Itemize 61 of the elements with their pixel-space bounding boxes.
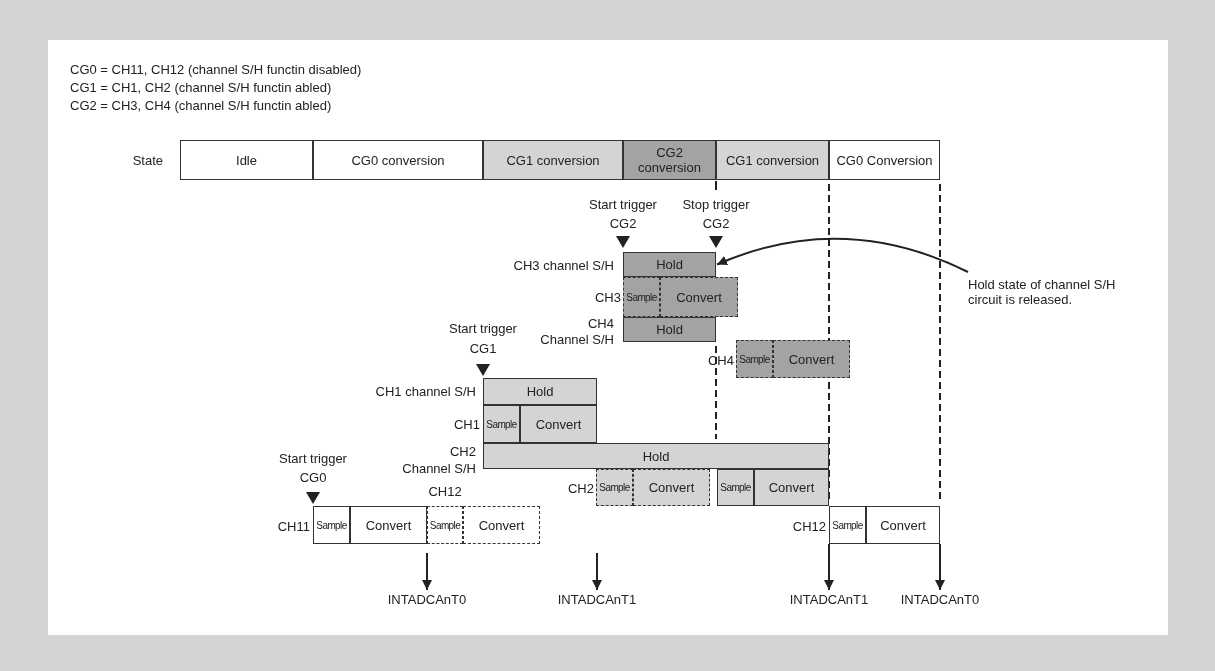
trigger-label: Start trigger <box>589 197 657 212</box>
leader-arrow <box>422 552 432 591</box>
row-label: CH12 <box>792 519 826 534</box>
row-label: CH12 <box>428 484 462 499</box>
sample-segment: Sample <box>427 506 463 544</box>
convert-segment: Convert <box>633 469 710 506</box>
sample-segment: Sample <box>829 506 866 544</box>
hold-bar: Hold <box>483 443 829 469</box>
row-label: CH1 <box>454 417 480 432</box>
row-label: CH1 channel S/H <box>375 384 476 399</box>
trigger-label: Start trigger <box>279 451 347 466</box>
state-cell: CG1 conversion <box>483 140 623 180</box>
trigger-label: Start trigger <box>449 321 517 336</box>
convert-segment: Convert <box>754 469 829 506</box>
row-label: CH4 <box>708 353 734 368</box>
interrupt-label: INTADCAnT0 <box>380 591 474 607</box>
sample-segment: Sample <box>623 277 660 317</box>
trigger-label: CG2 <box>609 216 637 231</box>
interrupt-label: INTADCAnT1 <box>550 591 644 607</box>
leader-arrow <box>716 237 969 273</box>
leader-arrow <box>824 543 834 591</box>
state-cell: CG0 Conversion <box>829 140 940 180</box>
legend-note: CG0 = CH11, CH12 (channel S/H functin disabled) <box>70 62 362 77</box>
row-label: CH3 channel S/H <box>513 258 614 273</box>
interrupt-label: INTADCAnT1 <box>782 591 876 607</box>
convert-segment: Convert <box>866 506 940 544</box>
interrupt-label: INTADCAnT0 <box>893 591 987 607</box>
sample-segment: Sample <box>313 506 350 544</box>
convert-segment: Convert <box>463 506 540 544</box>
row-label: CH4 <box>588 316 614 331</box>
note-text: Hold state of channel S/H circuit is released. <box>968 272 1140 312</box>
legend-note: CG2 = CH3, CH4 (channel S/H functin abled) <box>70 98 332 113</box>
trigger-label: CG1 <box>469 341 497 356</box>
leader-arrow <box>935 543 945 591</box>
sample-segment: Sample <box>736 340 773 378</box>
convert-segment: Convert <box>660 277 738 317</box>
convert-segment: Convert <box>773 340 850 378</box>
state-cell: CG0 conversion <box>313 140 483 180</box>
row-label: CH2 <box>568 481 594 496</box>
convert-segment: Convert <box>350 506 427 544</box>
trigger-label: Stop trigger <box>682 197 750 212</box>
trigger-label: CG2 <box>702 216 730 231</box>
row-label: Channel S/H <box>540 332 614 347</box>
row-label: CH3 <box>595 290 621 305</box>
sample-segment: Sample <box>596 469 633 506</box>
row-label: CH2 <box>450 444 476 459</box>
row-label: Channel S/H <box>402 461 476 476</box>
state-cell: Idle <box>180 140 313 180</box>
state-cell: CG1 conversion <box>716 140 829 180</box>
legend-note: CG1 = CH1, CH2 (channel S/H functin abled) <box>70 80 332 95</box>
sample-segment: Sample <box>717 469 754 506</box>
row-label: State <box>132 153 163 168</box>
trigger-label: CG0 <box>299 470 327 485</box>
hold-bar: Hold <box>623 252 716 277</box>
sample-segment: Sample <box>483 405 520 443</box>
row-label: CH11 <box>277 519 310 534</box>
hold-bar: Hold <box>483 378 597 405</box>
state-cell: CG2 conversion <box>623 140 716 180</box>
convert-segment: Convert <box>520 405 597 443</box>
hold-bar: Hold <box>623 317 716 342</box>
arrow <box>592 552 602 591</box>
